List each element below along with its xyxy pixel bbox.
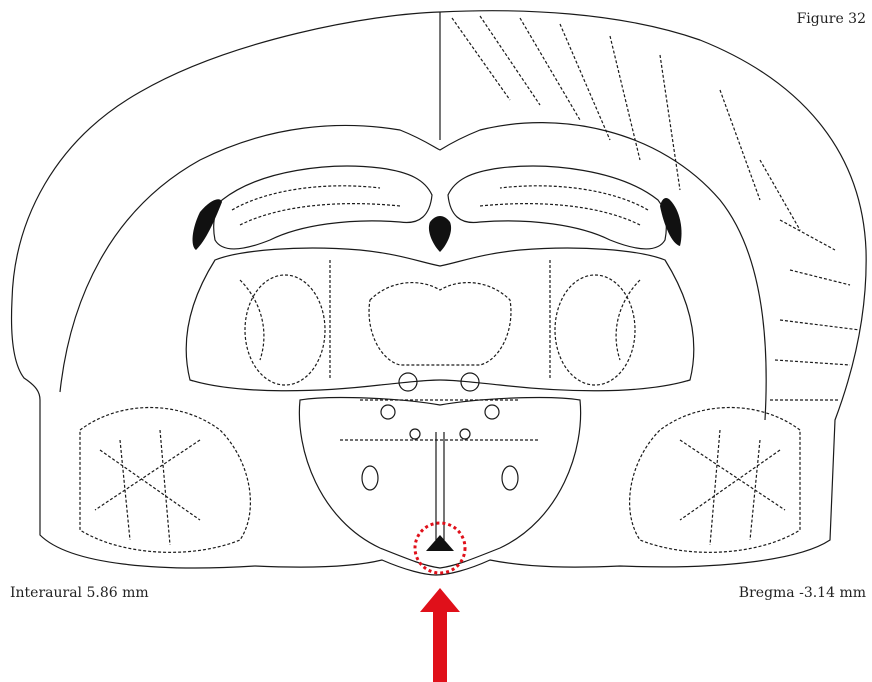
- ventricles: [193, 198, 682, 551]
- bregma-label: Bregma -3.14 mm: [739, 586, 866, 600]
- aqueduct-marker: [426, 535, 454, 551]
- cortex-inner-boundary: [60, 123, 766, 420]
- third-ventricle: [429, 216, 451, 252]
- figure-label: Figure 32: [797, 12, 866, 26]
- brain-outer-contour: [12, 11, 867, 575]
- interaural-label: Interaural 5.86 mm: [10, 586, 149, 600]
- hippocampus-left: [214, 166, 432, 249]
- lateral-ventricle-right: [660, 198, 682, 246]
- lateral-ventricle-left: [193, 199, 222, 250]
- red-arrow-icon: [420, 588, 460, 682]
- hippocampus-right: [448, 166, 666, 249]
- section-outlines: [12, 11, 867, 575]
